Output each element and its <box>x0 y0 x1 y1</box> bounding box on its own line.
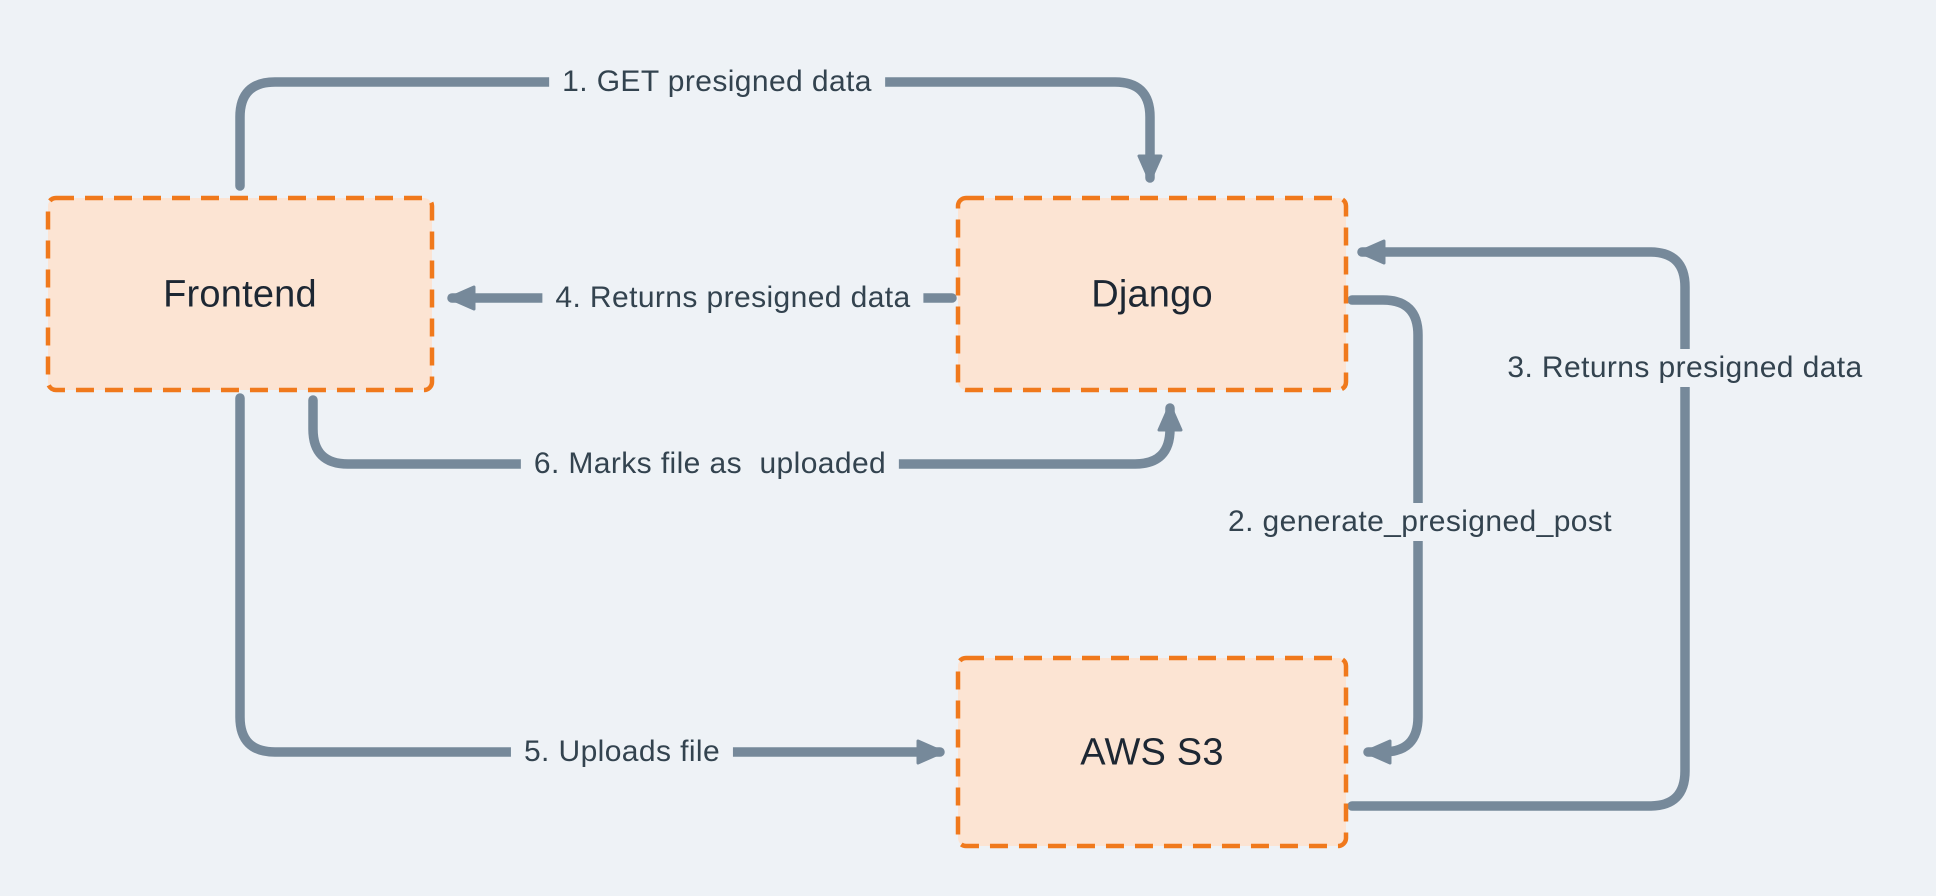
node-django-box <box>955 195 1349 393</box>
edge-5-uploads-file <box>235 393 945 765</box>
node-aws-s3-box <box>955 655 1349 849</box>
edge-label-6-marks-file-uploaded: 6. Marks file as uploaded <box>520 445 900 483</box>
edge-3-returns-presigned-data <box>1347 239 1690 811</box>
node-aws-s3-label: AWS S3 <box>1080 731 1224 774</box>
edge-label-5-uploads-file: 5. Uploads file <box>510 733 734 771</box>
node-django-label: Django <box>1091 273 1213 316</box>
edge-label-3-returns-presigned-data: 3. Returns presigned data <box>1494 349 1876 387</box>
edge-label-4-returns-presigned-data: 4. Returns presigned data <box>542 279 924 317</box>
edge-label-1-get-presigned-data: 1. GET presigned data <box>549 63 885 101</box>
edge-label-2-generate-presigned-post: 2. generate_presigned_post <box>1214 503 1626 541</box>
node-frontend-box <box>45 195 435 393</box>
node-frontend-label: Frontend <box>163 273 317 316</box>
